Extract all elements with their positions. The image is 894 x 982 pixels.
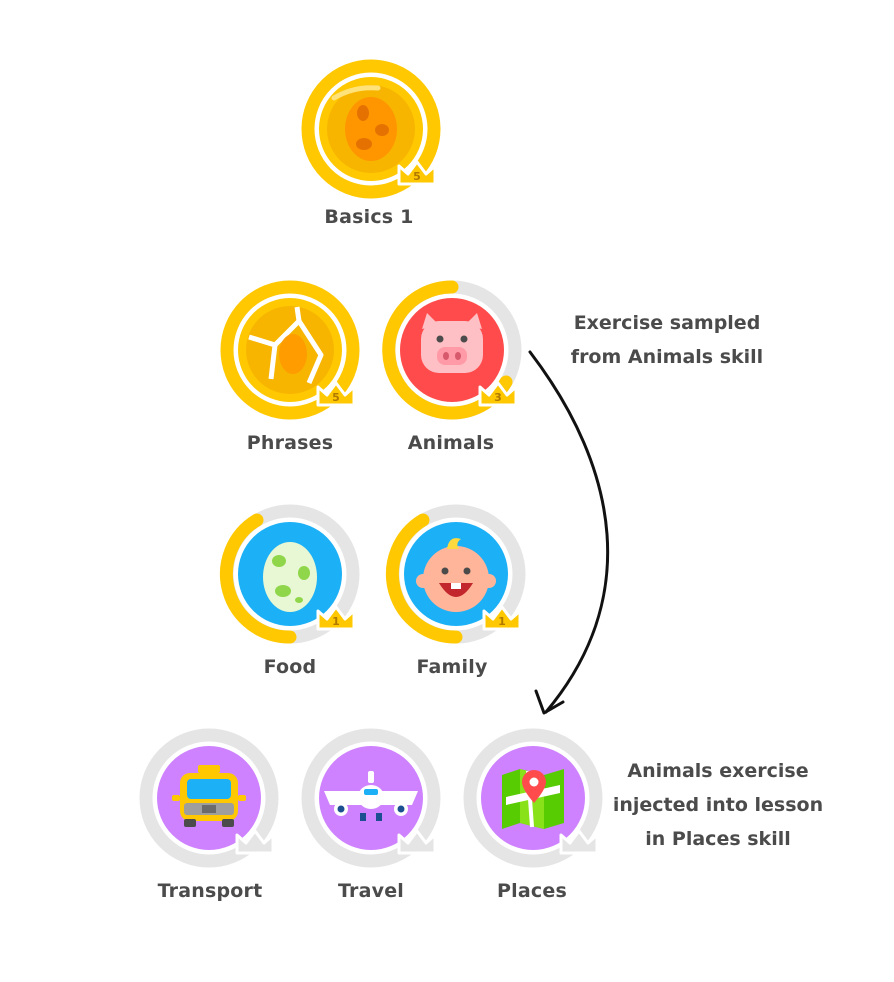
- svg-text:1: 1: [332, 615, 340, 628]
- taxi-icon: [172, 765, 246, 827]
- skill-phrases[interactable]: 5: [213, 279, 371, 437]
- cracked-egg-icon: [246, 306, 334, 394]
- baby-icon: [416, 538, 496, 612]
- progress-arc: [382, 280, 513, 420]
- annotation-sampled: Exercise sampled from Animals skill: [547, 306, 787, 374]
- skill-animals[interactable]: 3: [375, 279, 533, 437]
- crown-icon: 1: [482, 605, 522, 631]
- arrow-head-icon: [534, 689, 565, 715]
- map-pin-icon: [502, 769, 564, 829]
- progress-arc: [385, 513, 463, 644]
- crown-icon: 5: [397, 160, 437, 186]
- skill-label-transport: Transport: [157, 880, 263, 902]
- svg-text:5: 5: [413, 170, 421, 183]
- skill-label-basics-1: Basics 1: [324, 206, 414, 228]
- skill-food[interactable]: 1: [213, 503, 371, 661]
- skill-label-phrases: Phrases: [246, 432, 334, 454]
- crown-icon: 3: [478, 381, 518, 407]
- egg-coin-icon: [327, 85, 415, 173]
- annotation-sampled-line-2: from Animals skill: [570, 346, 764, 368]
- crown-outline-icon: [397, 829, 437, 855]
- skill-places[interactable]: [456, 727, 614, 885]
- skill-label-food: Food: [263, 656, 317, 678]
- skill-label-places: Places: [497, 880, 567, 902]
- progress-arc: [219, 513, 297, 644]
- svg-text:5: 5: [332, 391, 340, 404]
- skill-travel[interactable]: [294, 727, 452, 885]
- annotation-injected: Animals exercise injected into lesson in…: [598, 754, 838, 856]
- skill-label-animals: Animals: [407, 432, 495, 454]
- annotation-injected-line-1: Animals exercise: [627, 760, 809, 782]
- annotation-sampled-line-1: Exercise sampled: [573, 312, 761, 334]
- spotted-egg-icon: [263, 542, 317, 612]
- crown-outline-icon: [559, 829, 599, 855]
- annotation-injected-line-3: in Places skill: [645, 828, 791, 850]
- airplane-icon: [324, 771, 418, 821]
- svg-text:3: 3: [494, 391, 502, 404]
- skill-transport[interactable]: [132, 727, 290, 885]
- skill-family[interactable]: 1: [379, 503, 537, 661]
- svg-text:1: 1: [498, 615, 506, 628]
- skill-label-travel: Travel: [337, 880, 405, 902]
- annotation-injected-line-2: injected into lesson: [612, 794, 824, 816]
- skill-basics-1[interactable]: 5: [294, 58, 452, 216]
- crown-icon: 5: [316, 381, 356, 407]
- crown-outline-icon: [235, 829, 275, 855]
- crown-icon: 1: [316, 605, 356, 631]
- skill-label-family: Family: [416, 656, 488, 678]
- pig-icon: [421, 313, 483, 373]
